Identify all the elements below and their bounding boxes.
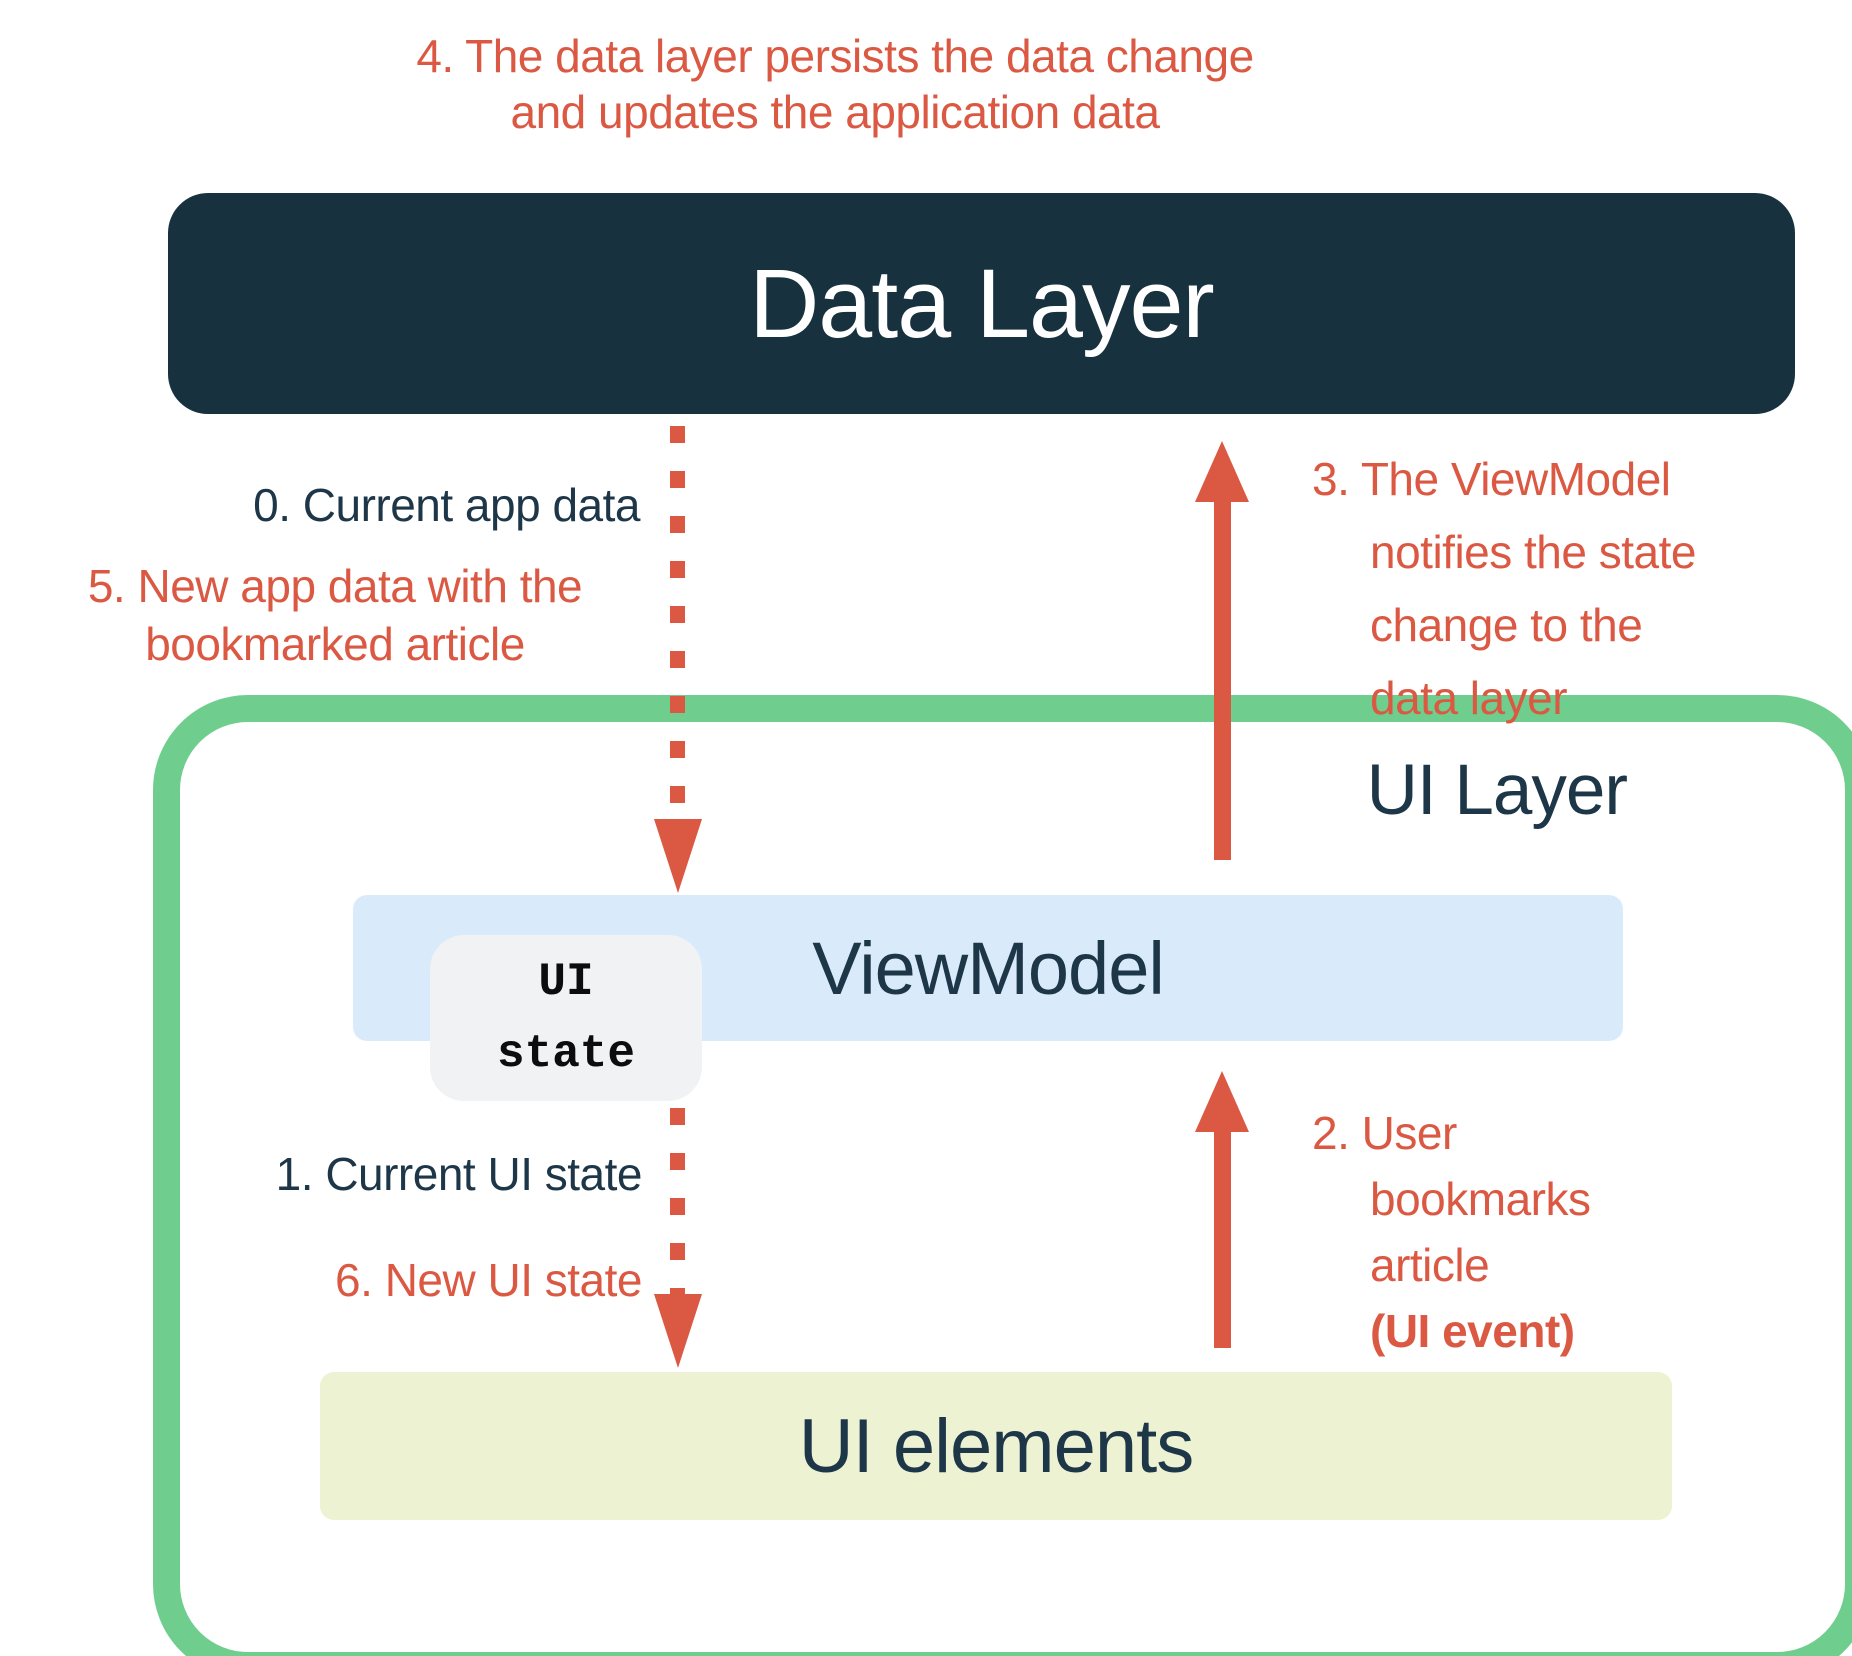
arrow-state-change-head (1195, 441, 1249, 502)
annotation-step3-line4: data layer (1370, 672, 1568, 724)
ui-state-line2: state (496, 1028, 636, 1080)
viewmodel-label: ViewModel (812, 926, 1165, 1010)
ui-state-line1: UI (538, 956, 594, 1008)
annotation-step5: 5. New app data with the bookmarked arti… (30, 557, 640, 673)
annotation-step3-line2: notifies the state (1370, 526, 1696, 578)
annotation-step4: 4. The data layer persists the data chan… (330, 28, 1340, 140)
arrow-ui-state-dotted-head (654, 1294, 702, 1368)
annotation-step4-line2: and updates the application data (510, 86, 1160, 138)
annotation-step5-line1: 5. New app data with the (87, 560, 583, 612)
annotation-step3-line3: change to the (1370, 599, 1643, 651)
arrow-app-data-dotted-shaft (670, 426, 685, 818)
arrow-ui-event-shaft (1214, 1130, 1231, 1348)
annotation-step2-line2: bookmarks (1370, 1173, 1591, 1225)
annotation-step3-line1: 3. The ViewModel (1312, 453, 1671, 505)
annotation-step2-line4: (UI event) (1370, 1305, 1575, 1357)
annotation-step0: 0. Current app data (253, 479, 640, 531)
arrow-app-data-dotted-head (654, 819, 702, 893)
annotation-step5-line2: bookmarked article (145, 618, 525, 670)
arrow-state-change-shaft (1214, 498, 1231, 860)
annotation-step1: 1. Current UI state (275, 1148, 643, 1200)
ui-layer-box (153, 695, 1852, 1656)
data-layer-box: Data Layer (168, 193, 1795, 414)
ui-elements-label: UI elements (798, 1403, 1194, 1489)
annotation-step2: 2. User bookmarks article (UI event) (1312, 1100, 1591, 1364)
annotation-step6: 6. New UI state (335, 1254, 642, 1306)
arrow-ui-state-dotted-shaft (670, 1108, 685, 1294)
ui-elements-box: UI elements (320, 1372, 1672, 1520)
annotation-step2-line1: 2. User (1312, 1107, 1457, 1159)
data-layer-label: Data Layer (749, 248, 1214, 358)
arrow-ui-event-head (1195, 1071, 1249, 1132)
annotation-step4-line1: 4. The data layer persists the data chan… (416, 30, 1254, 82)
annotation-step2-line3: article (1370, 1239, 1490, 1291)
ui-state-box: UI state (430, 935, 702, 1101)
ui-layer-label: UI Layer (1366, 751, 1628, 830)
viewmodel-box: ViewModel (353, 895, 1623, 1041)
annotation-step3: 3. The ViewModel notifies the state chan… (1312, 443, 1696, 735)
